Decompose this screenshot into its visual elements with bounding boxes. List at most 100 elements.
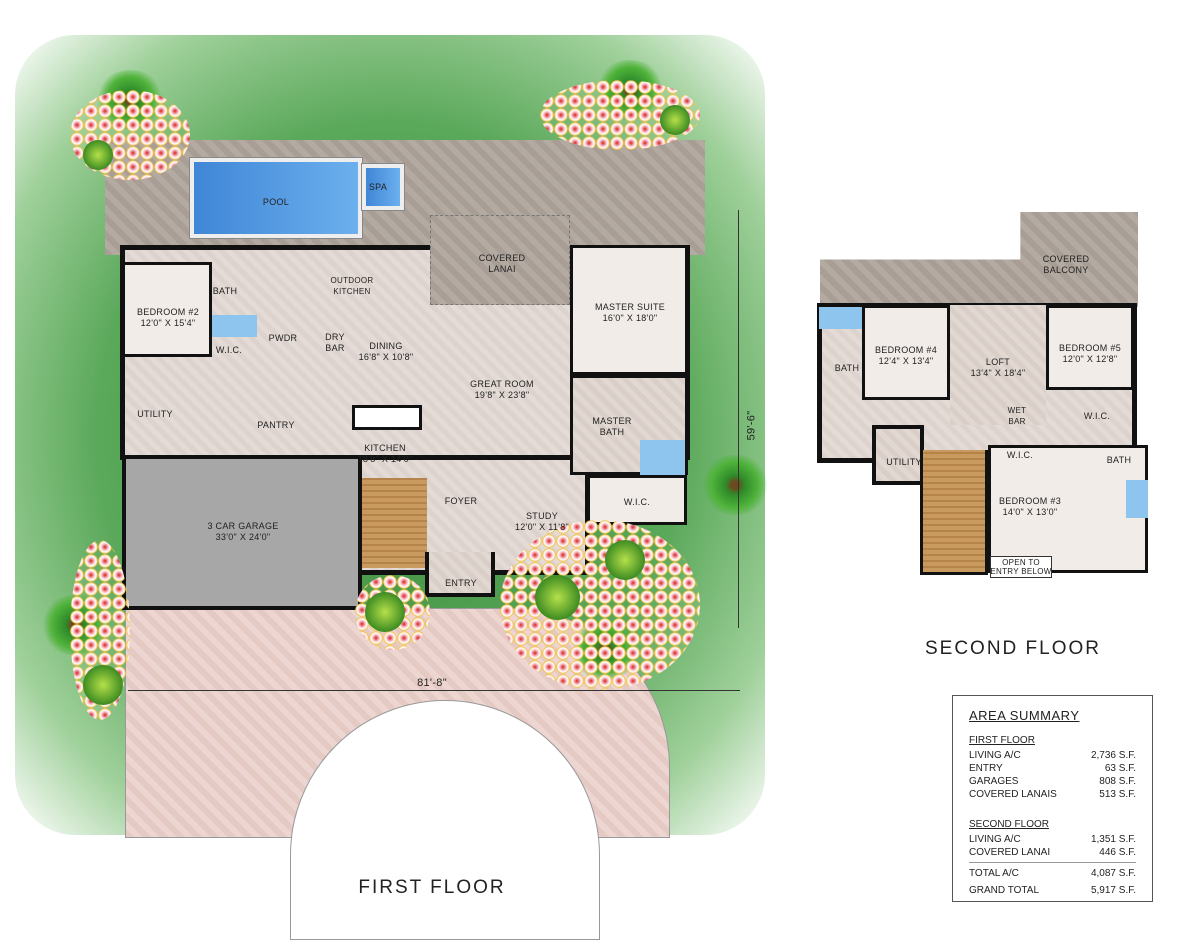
divider [969,862,1136,863]
shrub-icon [535,575,580,620]
label-dry-bar: DRY BAR [325,332,345,353]
label-great-room-size: 19'8" X 23'8" [474,390,530,400]
label-wic: W.I.C. [215,345,243,355]
area-value: 446 S.F. [1099,847,1136,858]
spa [361,163,405,211]
open-to-entry-box [990,556,1052,578]
bedroom-5 [1046,305,1134,390]
covered-balcony [820,212,1138,307]
master-wic [587,475,687,525]
label-bath: BATH [212,286,238,296]
label-bedroom-2-size: 12'0" X 15'4" [140,318,196,328]
bedroom-4 [862,305,950,400]
label-utility: UTILITY [137,409,173,419]
label-bedroom-5-size: 12'0" X 12'8" [1062,354,1118,364]
area-value: 63 S.F. [1104,763,1136,774]
label-bath-left: BATH [834,363,860,373]
entry-porch [425,552,495,597]
label-master-suite: MASTER SUITE [594,302,666,312]
area-value: 1,351 S.F. [1090,834,1136,845]
label-great-room: GREAT ROOM [470,379,534,389]
first-floor-title: FIRST FLOOR [358,877,506,898]
area-row: COVERED LANAI 446 S.F. [969,846,1136,859]
shrub-icon [83,140,113,170]
area-label: GARAGES [969,776,1019,787]
first-floor-heading: FIRST FLOOR [969,735,1035,746]
shrub-icon [605,540,645,580]
label-kitchen: KITCHEN [364,443,406,453]
label-bedroom-3: BEDROOM #3 [998,496,1062,506]
label-bedroom-4-size: 12'4" X 13'4" [878,356,934,366]
area-value: 5,917 S.F. [1090,885,1136,896]
label-outdoor-kitchen: OUTDOOR KITCHEN [330,276,374,296]
master-suite [570,245,688,375]
area-label: GRAND TOTAL [969,885,1040,896]
shrub-icon [83,665,123,705]
area-value: 808 S.F. [1099,776,1136,787]
label-open-to-entry: OPEN TO ENTRY BELOW [990,558,1052,576]
label-pantry: PANTRY [257,420,295,430]
dimension-depth: 59'-6" [745,410,758,441]
dimension-width: 81'-8" [417,677,447,689]
second-floor-title: SECOND FLOOR [924,638,1102,659]
label-bedroom-3-size: 14'0" X 13'0" [1002,507,1058,517]
loft [950,305,1046,425]
label-bedroom-2: BEDROOM #2 [136,307,200,317]
area-row: LIVING A/C 2,736 S.F. [969,749,1136,762]
pool [189,157,363,239]
label-entry: ENTRY [445,578,477,588]
area-label: TOTAL A/C [969,868,1019,879]
label-master-suite-size: 16'0" X 18'0" [602,313,658,323]
second-floor-heading: SECOND FLOOR [969,819,1050,830]
bath-right-shower [1126,480,1148,518]
area-row: GRAND TOTAL 5,917 S.F. [969,882,1136,899]
area-row: ENTRY 63 S.F. [969,762,1136,775]
area-label: ENTRY [969,763,1003,774]
dimension-line-width [128,690,740,691]
label-covered-lanai: COVERED LANAI [478,253,526,274]
label-loft-size: 13'4" X 18'4" [970,368,1026,378]
label-spa: SPA [368,182,388,192]
label-garage: 3 CAR GARAGE [207,521,279,531]
area-label: LIVING A/C [969,750,1021,761]
master-shower [640,440,685,475]
kitchen-island [352,405,422,430]
label-kitchen-size: 18'8" X 14'0" [357,454,413,464]
utility-room [872,425,924,485]
flower-bed [500,520,700,690]
label-master-wic: W.I.C. [623,497,651,507]
label-covered-balcony: COVERED BALCONY [1042,254,1090,275]
label-bedroom-4: BEDROOM #4 [874,345,938,355]
label-wet-bar: WET BAR [1007,406,1027,426]
area-row: GARAGES 808 S.F. [969,775,1136,788]
garage [122,455,362,610]
label-master-bath: MASTER BATH [592,416,632,437]
label-wic-right: W.I.C. [1083,411,1111,421]
label-loft: LOFT [985,357,1011,367]
dimension-line-depth [738,210,739,628]
area-label: COVERED LANAI [969,847,1051,858]
label-pool: POOL [262,197,290,207]
area-label: LIVING A/C [969,834,1021,845]
covered-lanai [430,215,570,305]
bath-left-shower [819,307,862,329]
shrub-icon [660,105,690,135]
bedroom-2 [122,262,212,357]
label-foyer: FOYER [444,496,478,506]
shrub-icon [365,592,405,632]
area-value: 4,087 S.F. [1090,868,1136,879]
label-garage-size: 33'0" X 24'0" [215,532,271,542]
area-row: TOTAL A/C 4,087 S.F. [969,865,1136,882]
area-value: 2,736 S.F. [1090,750,1136,761]
label-study: STUDY [525,511,559,521]
label-bath-right: BATH [1106,455,1132,465]
bath-2-shower [212,315,257,337]
label-wic-bedroom-3: W.I.C. [1006,450,1034,460]
label-study-size: 12'0" X 11'8" [514,522,570,532]
stairs [920,450,988,575]
area-value: 513 S.F. [1099,789,1136,800]
label-bedroom-5: BEDROOM #5 [1058,343,1122,353]
bedroom-3 [988,445,1148,573]
